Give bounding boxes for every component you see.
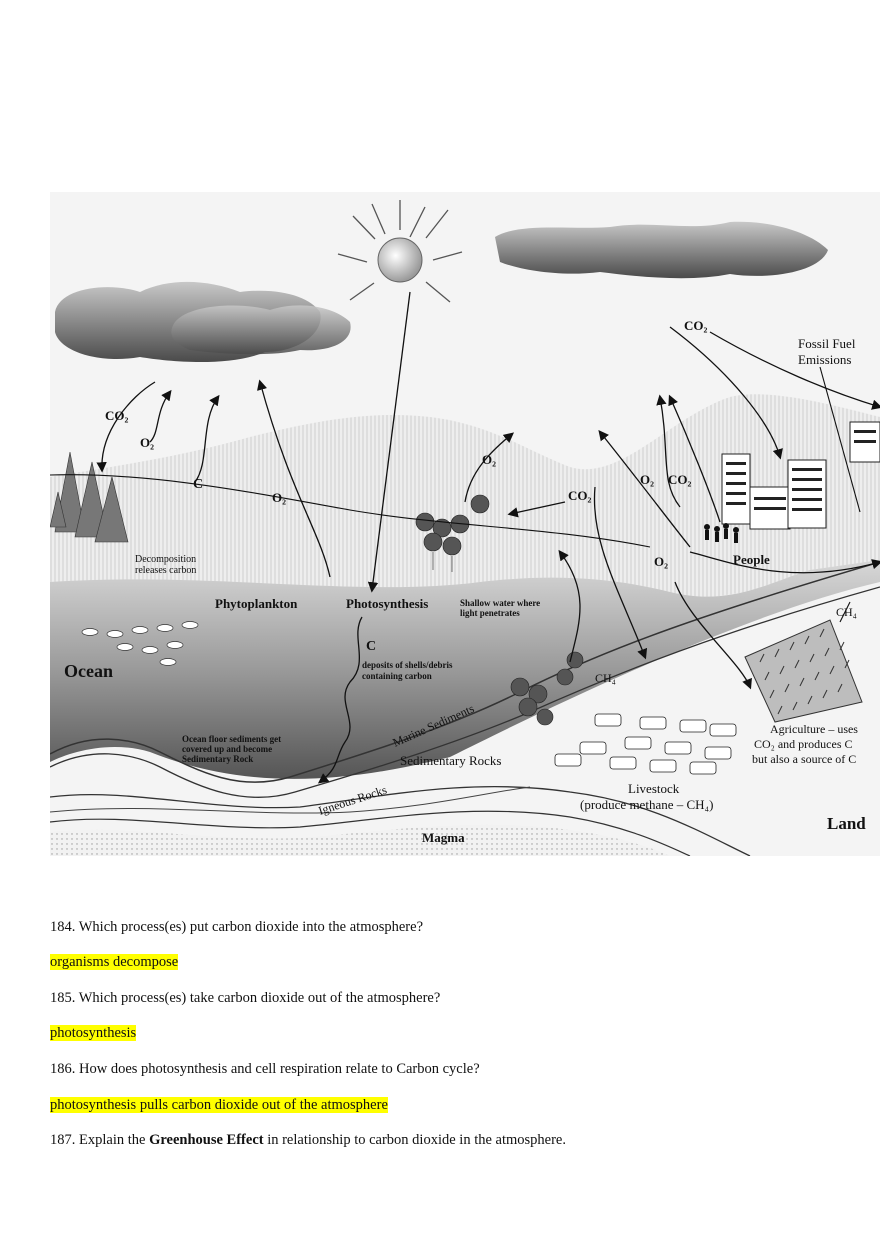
label-fossil-fuel-1: Fossil Fuel: [798, 336, 856, 351]
people-figures: [704, 523, 739, 543]
agriculture-field: [744, 619, 863, 723]
cloud-left-2: [171, 305, 351, 355]
label-c-ocean: C: [366, 639, 376, 654]
question-text: Which process(es) put carbon dioxide int…: [78, 919, 424, 935]
label-livestock-1: Livestock: [628, 781, 680, 796]
label-deposits-2: containing carbon: [362, 671, 432, 681]
label-agriculture-3: but also a source of C: [752, 752, 856, 766]
label-ocean-floor-2: covered up and become: [182, 744, 272, 754]
conifer-trees: [50, 451, 129, 543]
answer-185: photosynthesis: [50, 1024, 850, 1042]
question-187: 187. Explain the Greenhouse Effect in re…: [50, 1131, 850, 1149]
carbon-cycle-diagram: CO₂ O₂ C O₂ Decomposition releases carbo…: [50, 192, 880, 856]
label-fossil-fuel-2: Emissions: [798, 352, 851, 367]
label-agriculture-2: CO₂ and produces C: [754, 737, 853, 751]
label-magma: Magma: [422, 830, 465, 845]
label-co2-top: CO₂: [684, 318, 708, 333]
label-o2-mid: O₂: [272, 490, 286, 505]
label-decomposition-2: releases carbon: [135, 565, 196, 576]
question-185: 185. Which process(es) take carbon dioxi…: [50, 989, 850, 1007]
land-hills: [50, 394, 880, 633]
label-land: Land: [827, 814, 866, 833]
ocean-water: [50, 560, 880, 779]
answer-highlight: photosynthesis: [50, 1025, 137, 1041]
label-ch4-livestock: CH₄: [595, 671, 616, 685]
label-shallow-2: light penetrates: [460, 608, 520, 618]
label-photosynthesis: Photosynthesis: [346, 596, 428, 611]
cloud-right: [495, 221, 828, 279]
label-livestock-2: (produce methane – CH₄): [580, 797, 713, 812]
label-phytoplankton: Phytoplankton: [215, 596, 298, 611]
question-number: 185.: [50, 990, 76, 1006]
label-co2-left: CO₂: [105, 408, 129, 423]
question-text: Which process(es) take carbon dioxide ou…: [78, 990, 441, 1006]
question-text: How does photosynthesis and cell respira…: [79, 1061, 480, 1077]
label-co2-center: CO₂: [568, 488, 592, 503]
sun: [337, 200, 463, 303]
question-text-after: in relationship to carbon dioxide in the…: [267, 1132, 566, 1148]
city-buildings: [721, 421, 880, 530]
question-number: 187.: [50, 1132, 76, 1148]
label-ocean-floor-3: Sedimentary Rock: [182, 754, 253, 764]
trees-livestock: [510, 651, 584, 726]
answer-184: organisms decompose: [50, 953, 850, 971]
question-186: 186. How does photosynthesis and cell re…: [50, 1060, 850, 1078]
livestock-cows: [554, 713, 737, 775]
question-bold-term: Greenhouse Effect: [149, 1132, 264, 1148]
answer-highlight: photosynthesis pulls carbon dioxide out …: [50, 1097, 388, 1113]
trees-middle: [415, 494, 490, 572]
label-ocean: Ocean: [64, 661, 113, 681]
marine-sediments-layer: [50, 561, 880, 783]
label-o2-people: O₂: [654, 554, 668, 569]
question-184: 184. Which process(es) put carbon dioxid…: [50, 918, 850, 936]
label-o2-left: O₂: [140, 435, 154, 450]
label-ch4-right: CH₄: [836, 605, 857, 619]
label-people: People: [733, 552, 770, 567]
label-agriculture-1: Agriculture – uses: [770, 722, 858, 736]
label-decomposition-1: Decomposition: [135, 554, 196, 565]
label-c-left: C: [193, 477, 203, 492]
question-number: 186.: [50, 1061, 76, 1077]
label-co2-city: CO₂: [668, 472, 692, 487]
label-sedimentary-rocks: Sedimentary Rocks: [400, 753, 501, 768]
label-deposits-1: deposits of shells/debris: [362, 660, 453, 670]
question-number: 184.: [50, 919, 76, 935]
label-o2-city: O₂: [640, 472, 654, 487]
label-o2-hill: O₂: [482, 452, 496, 467]
answer-highlight: organisms decompose: [50, 954, 179, 970]
fish-school: [81, 621, 199, 666]
answer-186: photosynthesis pulls carbon dioxide out …: [50, 1096, 850, 1114]
question-text-before: Explain the: [79, 1132, 146, 1148]
label-shallow-1: Shallow water where: [460, 598, 540, 608]
label-ocean-floor-1: Ocean floor sediments get: [182, 734, 281, 744]
magma-layer: [50, 824, 670, 856]
